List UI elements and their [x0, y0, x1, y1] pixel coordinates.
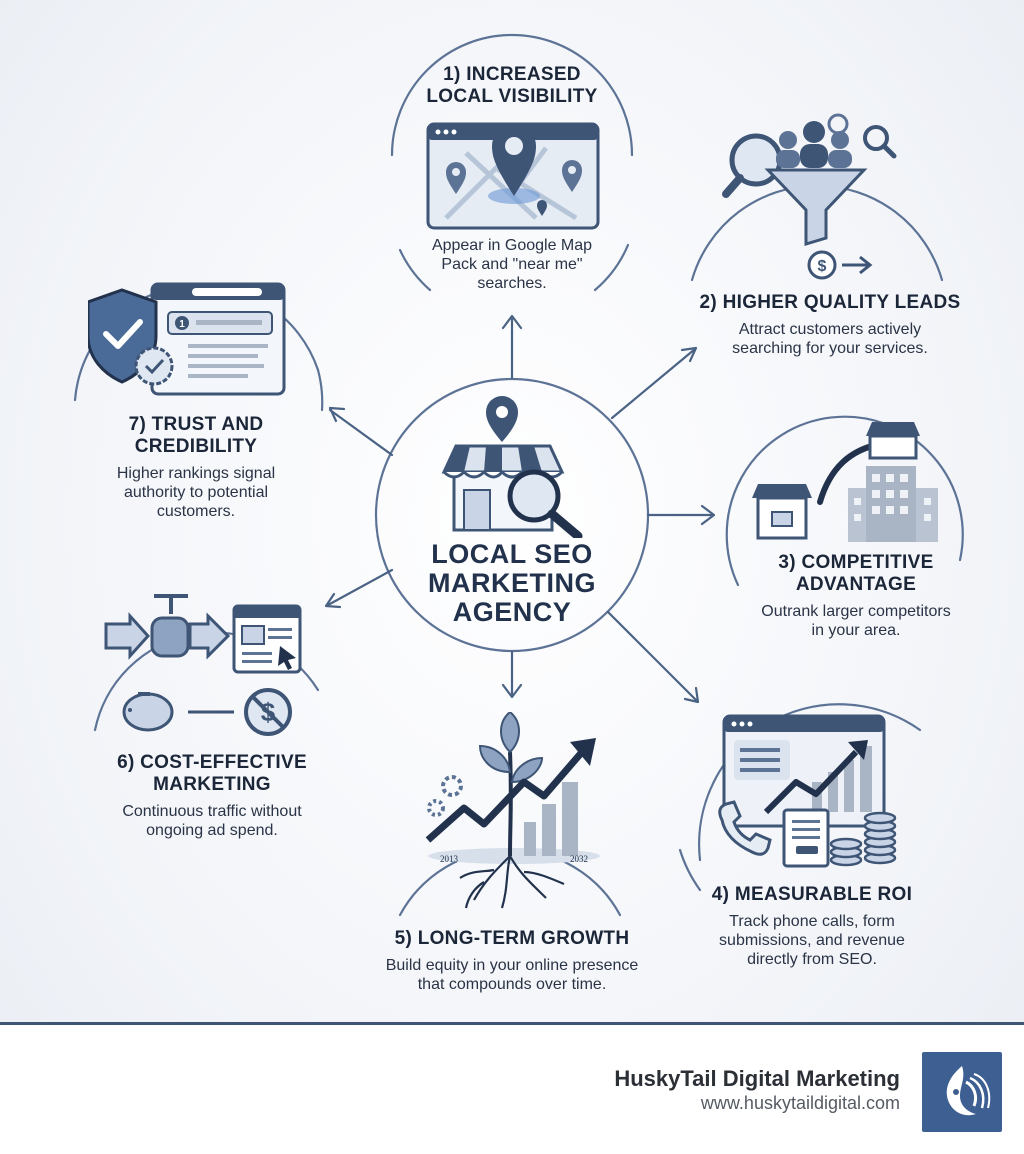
benefit-4-title: 4) MEASURABLE ROI	[711, 884, 913, 905]
center-title: LOCAL SEO MARKETING AGENCY	[428, 539, 596, 627]
benefit-2-desc: Attract customers actively searching for…	[732, 321, 928, 357]
benefit-6-title: 6) COST-EFFECTIVE MARKETING	[117, 752, 307, 795]
benefit-7-desc: Higher rankings signal authority to pote…	[116, 465, 276, 520]
trust-shield-icon: 1	[88, 282, 286, 396]
benefit-7: 7) TRUST AND CREDIBILITY Higher rankings…	[66, 414, 326, 521]
benefit-3: 3) COMPETITIVE ADVANTAGE Outrank larger …	[716, 552, 996, 640]
arc-node-7-end	[316, 368, 324, 412]
benefit-3-desc: Outrank larger competitors in your area.	[761, 603, 951, 639]
growth-year-end: 2032	[570, 854, 588, 864]
arc-node-1-left	[398, 248, 432, 292]
roi-dashboard-icon	[718, 714, 897, 868]
brand-logo	[922, 1052, 1002, 1132]
benefit-7-title: 7) TRUST AND CREDIBILITY	[128, 414, 264, 457]
footer-divider	[0, 1022, 1024, 1025]
benefit-1-desc: Appear in Google Map Pack and "near me" …	[431, 237, 593, 292]
map-pin-icon	[426, 122, 600, 230]
benefit-5-title: 5) LONG-TERM GROWTH	[394, 928, 630, 949]
storefront-icon	[441, 396, 583, 538]
benefit-1: 1) INCREASED LOCAL VISIBILITY	[392, 64, 632, 108]
benefit-4: 4) MEASURABLE ROI Track phone calls, for…	[682, 884, 942, 969]
svg-text:1: 1	[179, 319, 185, 330]
brand-url[interactable]: www.huskytaildigital.com	[700, 1093, 900, 1113]
growth-plant-icon: 2013 2032	[425, 712, 600, 909]
benefit-2: 2) HIGHER QUALITY LEADS Attract customer…	[680, 292, 980, 358]
arc-node-3	[725, 415, 964, 587]
competitive-advantage-icon	[752, 422, 938, 542]
benefit-3-title: 3) COMPETITIVE ADVANTAGE	[778, 552, 934, 595]
lead-funnel-icon: $	[722, 113, 897, 280]
benefit-4-desc: Track phone calls, form submissions, and…	[719, 913, 905, 968]
benefit-5-desc: Build equity in your online presence tha…	[385, 957, 639, 993]
benefit-1-title: 1) INCREASED LOCAL VISIBILITY	[426, 64, 598, 107]
benefit-6-desc: Continuous traffic without ongoing ad sp…	[122, 803, 302, 839]
growth-year-start: 2013	[440, 854, 459, 864]
arc-node-1-right	[593, 243, 630, 292]
footer	[0, 1025, 1024, 1154]
arc-node-4-left	[678, 848, 702, 892]
svg-text:$: $	[818, 258, 827, 275]
arc-node-1-top	[390, 33, 634, 157]
benefit-2-title: 2) HIGHER QUALITY LEADS	[699, 292, 961, 313]
cost-effective-icon: $	[104, 594, 302, 736]
seo-benefits-diagram: $	[66, 33, 996, 994]
benefit-6: 6) COST-EFFECTIVE MARKETING Continuous t…	[82, 752, 342, 840]
benefit-1-desc-block: Appear in Google Map Pack and "near me" …	[392, 236, 632, 293]
benefit-5: 5) LONG-TERM GROWTH Build equity in your…	[352, 928, 672, 994]
husky-logo-icon	[946, 1066, 991, 1116]
brand-name: HuskyTail Digital Marketing	[614, 1066, 900, 1091]
